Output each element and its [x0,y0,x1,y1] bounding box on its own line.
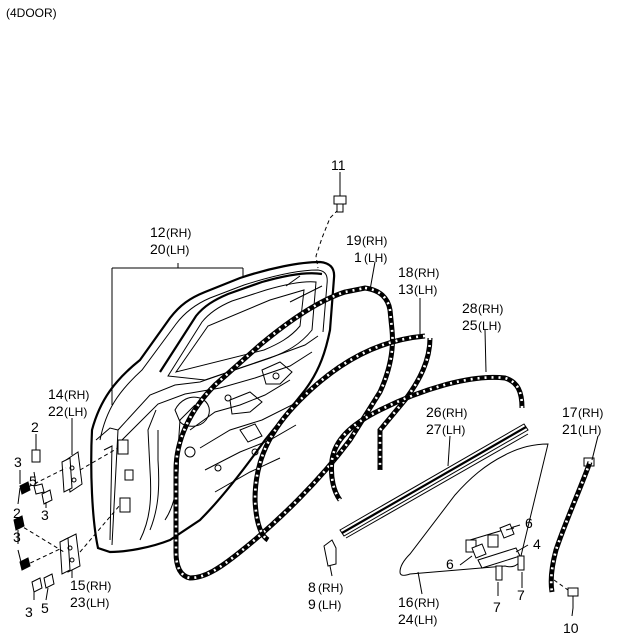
door-glass-16-24 [399,443,549,576]
glass-channel-clips [471,523,525,581]
label-1-side: (LH) [364,251,387,265]
label-21-side: (LH) [578,423,601,437]
label-26-side: (RH) [442,406,467,420]
hinge-bolts [13,449,67,593]
label-27-side: (LH) [442,423,465,437]
label-7-right: 7 [517,587,525,603]
label-3-upper-right: 3 [41,507,49,523]
leader-lines [17,172,599,617]
door-weatherstrip-19-1 [173,285,395,581]
label-28: 28 [462,300,478,316]
label-6-upper: 6 [525,515,533,531]
label-21: 21 [562,421,578,437]
label-19: 19 [346,232,362,248]
belt-moulding-26-27 [339,423,529,539]
label-8-side: (RH) [318,581,343,595]
label-6-lower: 6 [446,556,454,572]
label-3-bottom: 3 [25,604,33,620]
label-17-side: (RH) [578,406,603,420]
label-5-lower: 5 [41,600,49,616]
part-8-9-bracket [323,539,337,567]
label-1: 1 [354,249,362,265]
label-22-side: (LH) [64,405,87,419]
door-panel-assembly [90,260,336,554]
label-28-side: (RH) [478,302,503,316]
label-3-lower-left: 3 [13,529,21,545]
label-25: 25 [462,317,478,333]
callout-17-21: 17 (RH) 21 (LH) [562,404,603,437]
label-9-side: (LH) [318,598,341,612]
callout-28-25: 28 (RH) 25 (LH) [462,300,503,333]
label-14: 14 [48,386,64,402]
callout-14-22: 14 (RH) 22 (LH) [48,386,89,419]
label-24: 24 [398,611,414,627]
label-8: 8 [308,579,316,595]
door-variant-label: (4DOOR) [6,6,57,20]
callout-8-9: 8 (RH) 9 (LH) [308,579,343,612]
label-25-side: (LH) [478,319,501,333]
label-20-side: (LH) [166,243,189,257]
label-2-mid: 2 [13,505,21,521]
label-2-upper: 2 [31,419,39,435]
label-12-side: (RH) [166,226,191,240]
label-15: 15 [70,577,86,593]
rear-sash-17-21 [548,457,595,608]
label-16: 16 [398,594,414,610]
label-24-side: (LH) [414,613,437,627]
label-26: 26 [426,404,442,420]
lower-hinge-15-23 [59,504,121,575]
label-22: 22 [48,403,64,419]
label-15-side: (RH) [86,579,111,593]
callout-19-1: 19 (RH) 1 (LH) [346,232,387,265]
label-27: 27 [426,421,442,437]
part-11-bolt [315,188,347,269]
callout-12-20: 12 (RH) 20 (LH) [150,224,191,257]
label-16-side: (RH) [414,596,439,610]
callout-18-13: 18 (RH) 13 (LH) [398,264,439,297]
label-13-side: (LH) [414,283,437,297]
label-14-side: (RH) [64,388,89,402]
label-19-side: (RH) [362,234,387,248]
label-9: 9 [308,596,316,612]
label-18-side: (RH) [414,266,439,280]
label-10: 10 [563,620,579,636]
label-12: 12 [150,224,166,240]
label-23-side: (LH) [86,596,109,610]
glass-run-channel-28-25 [329,374,525,502]
label-13: 13 [398,281,414,297]
label-7-left: 7 [493,599,501,615]
label-23: 23 [70,594,86,610]
upper-hinge-14-22 [61,447,119,493]
callout-26-27: 26 (RH) 27 (LH) [426,404,467,437]
callout-15-23: 15 (RH) 23 (LH) [70,577,111,610]
label-5-upper: 5 [29,473,37,489]
label-4: 4 [533,536,541,552]
label-20: 20 [150,241,166,257]
label-17: 17 [562,404,578,420]
label-11: 11 [331,157,346,173]
label-18: 18 [398,264,414,280]
label-3-upper-left: 3 [14,454,22,470]
callout-16-24: 16 (RH) 24 (LH) [398,594,439,627]
